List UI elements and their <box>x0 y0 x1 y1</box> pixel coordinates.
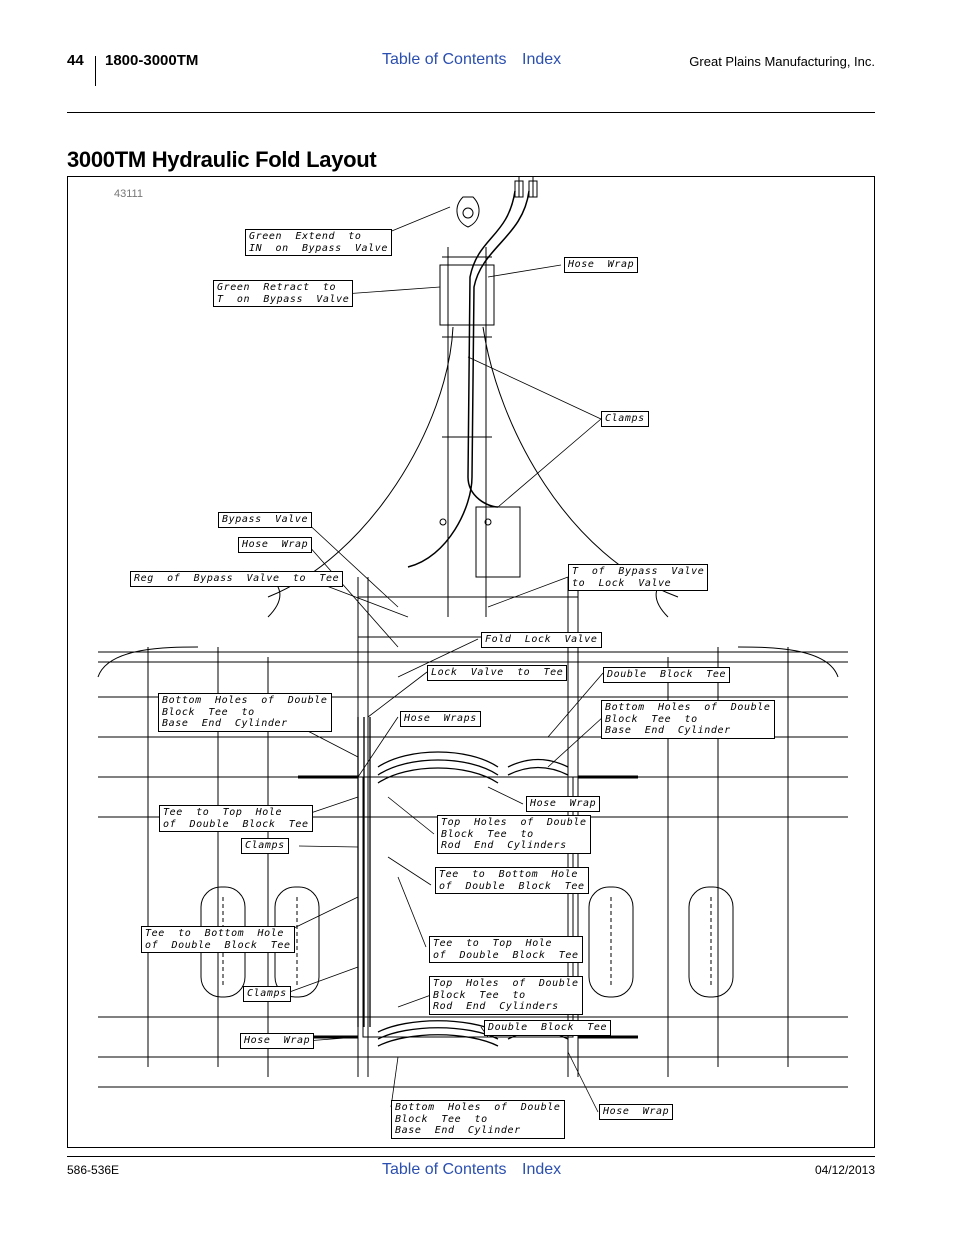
callout-green-retract: Green Retract to T on Bypass Valve <box>213 280 354 307</box>
page-number: 44 <box>67 52 84 69</box>
header-divider <box>95 56 96 86</box>
callout-clamps-top: Clamps <box>601 411 649 427</box>
toc-link-header[interactable]: Table of Contents <box>382 51 507 68</box>
callout-t-bypass: T of Bypass Valve to Lock Valve <box>568 564 709 591</box>
callout-tee-bottom-2: Tee to Bottom Hole of Double Block Tee <box>141 926 295 953</box>
hydraulic-diagram: 43111 <box>67 176 875 1148</box>
company-name: Great Plains Manufacturing, Inc. <box>689 54 875 69</box>
callout-lock-valve-tee: Lock Valve to Tee <box>427 665 568 681</box>
callout-tee-bottom-1: Tee to Bottom Hole of Double Block Tee <box>435 867 589 894</box>
page-title: 3000TM Hydraulic Fold Layout <box>67 147 377 172</box>
callout-top-holes-1: Top Holes of Double Block Tee to Rod End… <box>437 815 591 854</box>
callout-hose-wrap-top: Hose Wrap <box>564 257 639 273</box>
callout-double-block-tee-2: Double Block Tee <box>484 1020 612 1036</box>
callout-reg-bypass: Reg of Bypass Valve to Tee <box>130 571 344 587</box>
callout-hose-wrap-mid2: Hose Wrap <box>526 796 601 812</box>
callout-green-extend: Green Extend to IN on Bypass Valve <box>245 229 393 256</box>
index-link-footer[interactable]: Index <box>522 1161 562 1178</box>
callout-hose-wrap-bottom: Hose Wrap <box>599 1104 674 1120</box>
callout-clamps-left2: Clamps <box>243 986 291 1002</box>
footer-rule <box>67 1156 875 1157</box>
callout-hose-wrap-left2: Hose Wrap <box>240 1033 315 1049</box>
callout-hose-wraps-mid: Hose Wraps <box>400 711 481 727</box>
callout-fold-lock-valve: Fold Lock Valve <box>481 632 602 648</box>
callout-bypass-valve: Bypass Valve <box>218 512 313 528</box>
callout-bottom-holes-bottom: Bottom Holes of Double Block Tee to Base… <box>391 1100 565 1139</box>
callout-tee-top-hole-2: Tee to Top Hole of Double Block Tee <box>429 936 583 963</box>
index-link-header[interactable]: Index <box>522 51 562 68</box>
header-rule <box>67 112 875 113</box>
callout-clamps-left1: Clamps <box>241 838 289 854</box>
callout-hose-wrap-left1: Hose Wrap <box>238 537 313 553</box>
doc-number: 586-536E <box>67 1163 120 1177</box>
publish-date: 04/12/2013 <box>814 1163 875 1177</box>
figure-number: 43111 <box>114 188 143 200</box>
callout-top-holes-2: Top Holes of Double Block Tee to Rod End… <box>429 976 583 1015</box>
callout-bottom-holes-right: Bottom Holes of Double Block Tee to Base… <box>601 700 775 739</box>
toc-link-footer[interactable]: Table of Contents <box>382 1161 507 1178</box>
model-name: 1800-3000TM <box>105 52 199 69</box>
callout-tee-top-hole-1: Tee to Top Hole of Double Block Tee <box>159 805 313 832</box>
callout-double-block-tee-1: Double Block Tee <box>603 667 731 683</box>
callout-bottom-holes-left: Bottom Holes of Double Block Tee to Base… <box>158 693 332 732</box>
